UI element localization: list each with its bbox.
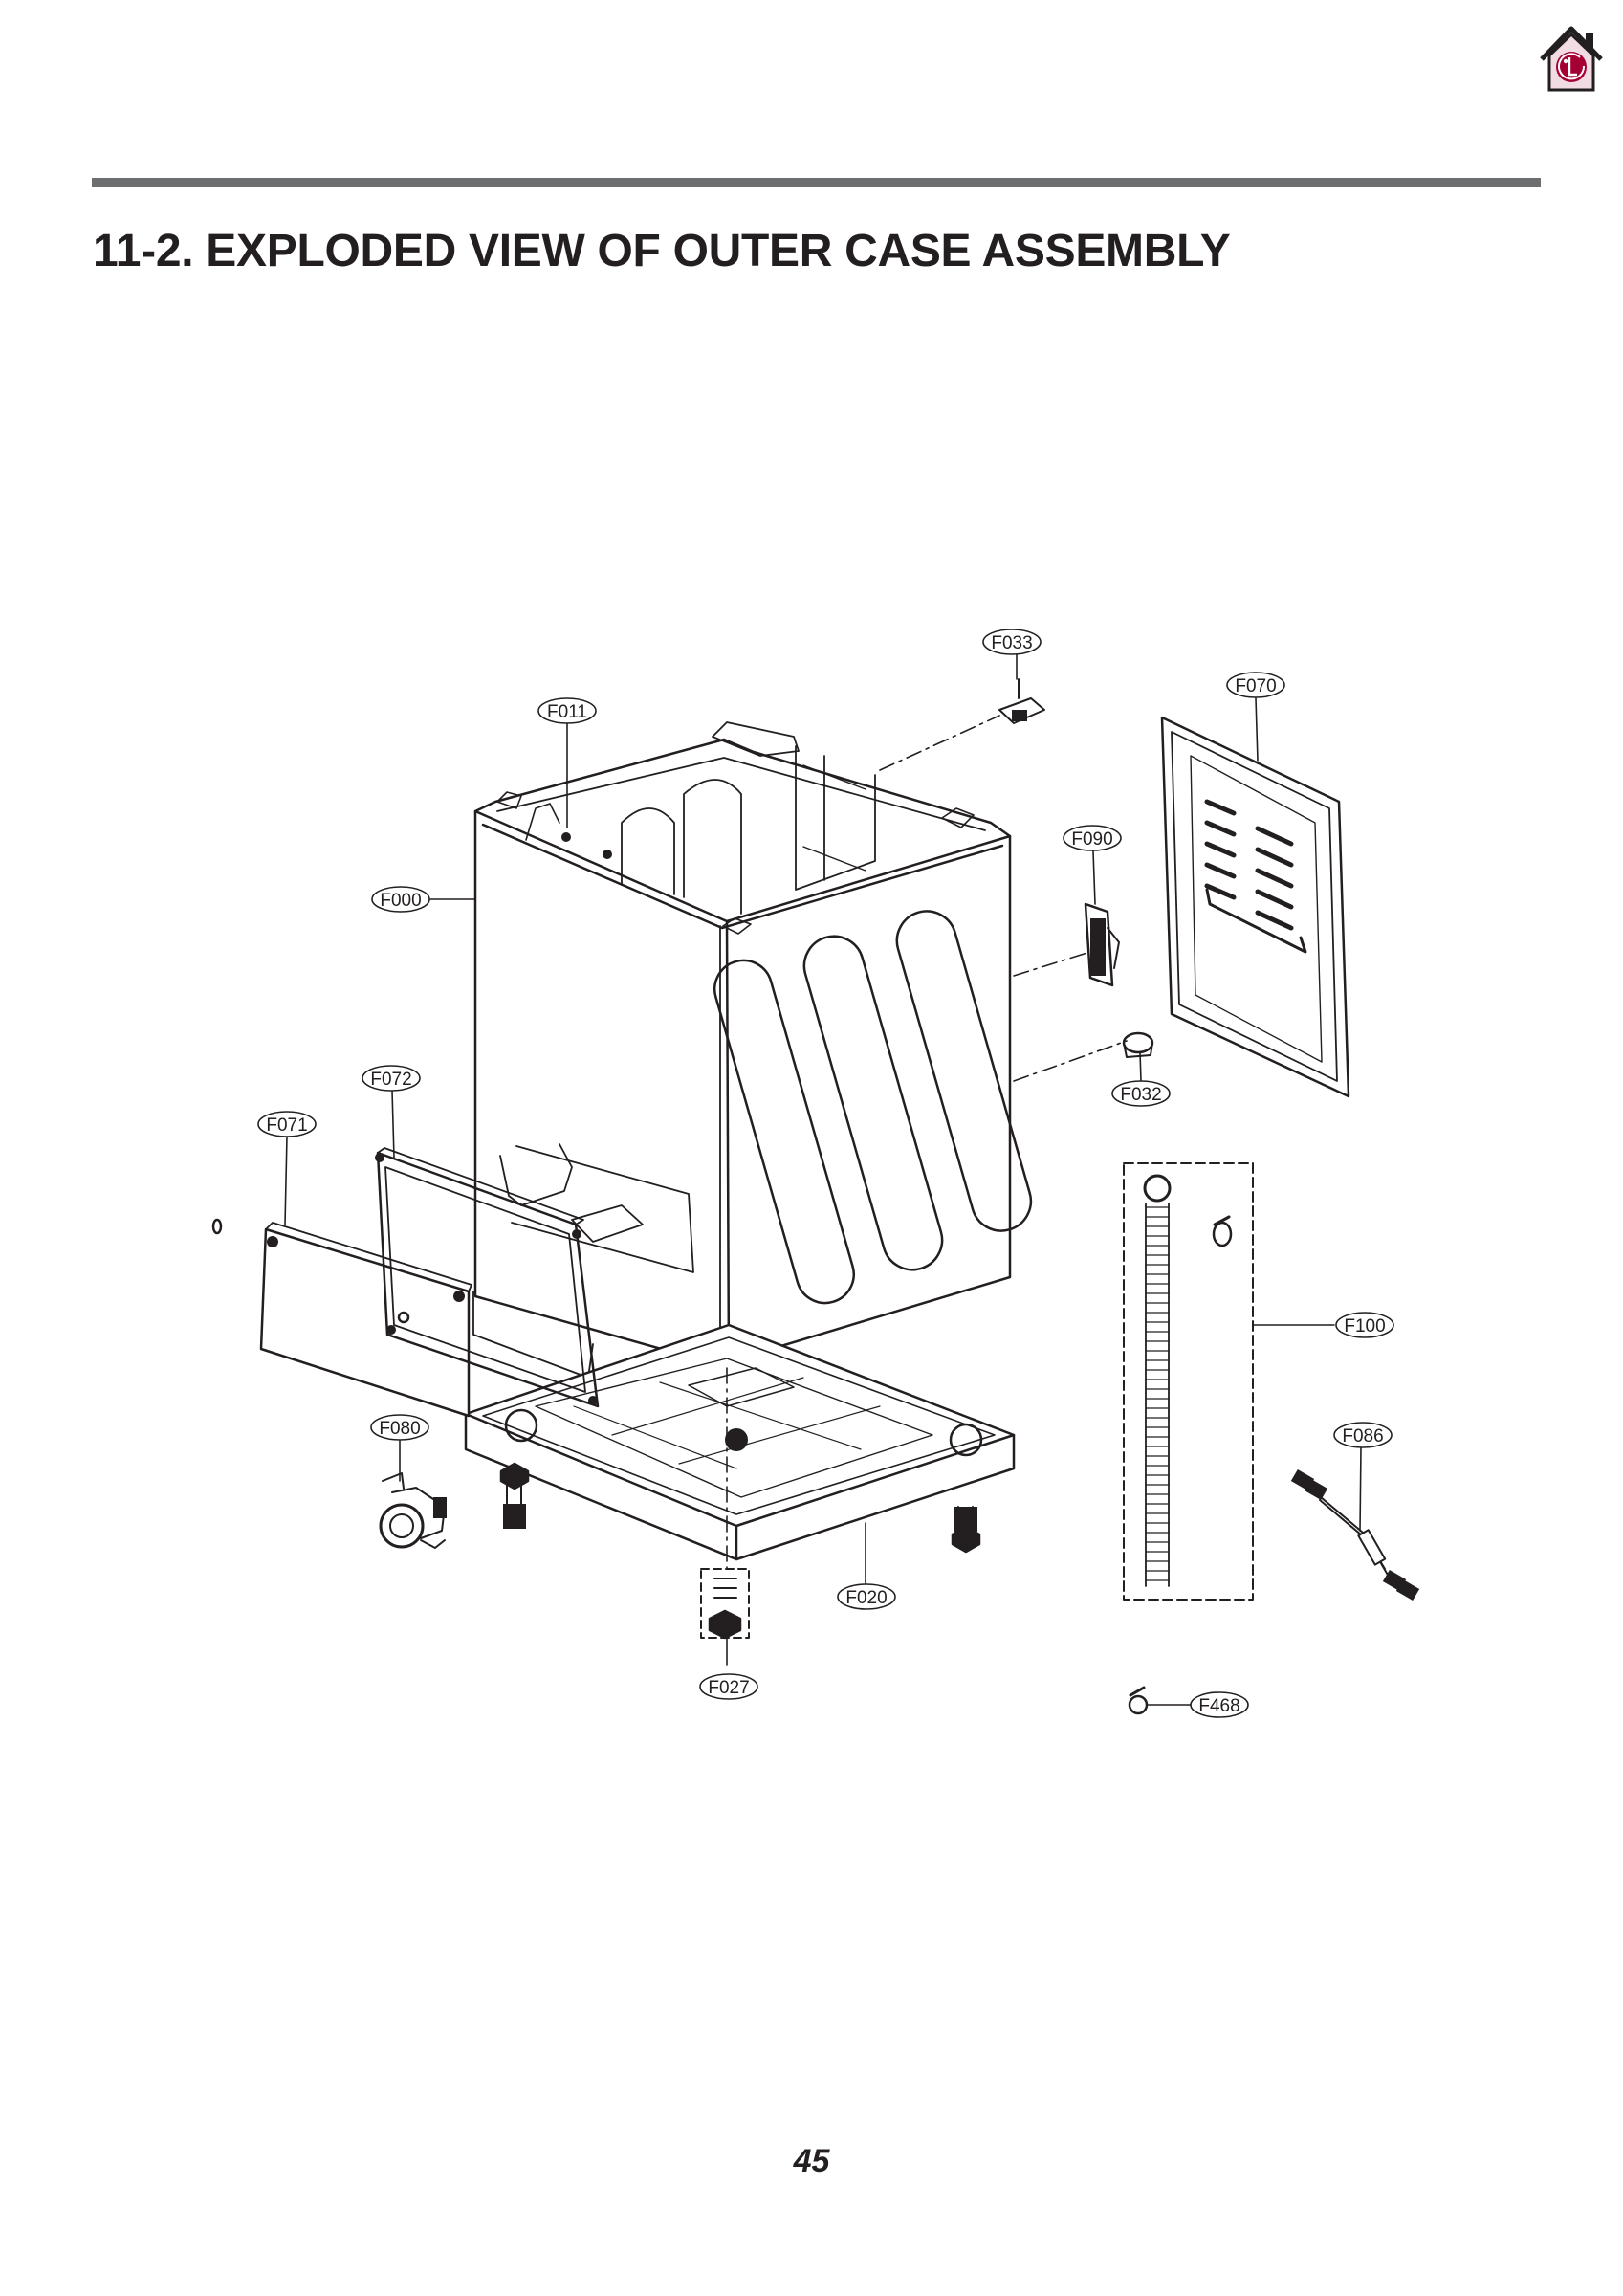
front-panel-frame: [375, 1147, 600, 1408]
callout-f027: F027: [699, 1673, 758, 1700]
callout-f000: F000: [371, 886, 430, 913]
callout-f086-label: F086: [1342, 1426, 1383, 1446]
leader-lines: [284, 653, 1362, 1706]
wire-harness: [1290, 1468, 1420, 1601]
callout-f468: F468: [1190, 1691, 1249, 1718]
front-service-cover: [211, 1218, 472, 1418]
part-callouts: F033 F070 F011 F090 F000 F072 F032 F071 …: [257, 629, 1394, 1718]
callout-f033-label: F033: [991, 633, 1032, 653]
callout-f020: F020: [837, 1583, 896, 1610]
callout-f011-label: F011: [547, 702, 587, 722]
callout-f080: F080: [370, 1414, 429, 1441]
header-rule: [92, 178, 1541, 187]
callout-f071-label: F071: [266, 1115, 307, 1136]
drain-hose-kit: [1123, 1162, 1254, 1601]
callout-f086: F086: [1333, 1422, 1393, 1448]
callout-f020-label: F020: [845, 1588, 887, 1608]
page-title: 11-2. EXPLODED VIEW OF OUTER CASE ASSEMB…: [93, 226, 1231, 276]
outer-cabinet: [472, 721, 1033, 1379]
callout-f468-label: F468: [1198, 1696, 1239, 1716]
callout-f100: F100: [1335, 1312, 1394, 1338]
callout-f070-label: F070: [1235, 676, 1276, 696]
callout-f011: F011: [537, 697, 597, 724]
page-number: 45: [793, 2143, 830, 2179]
leveling-foot-f027: [700, 1568, 750, 1640]
drain-pump: [379, 1472, 447, 1549]
callout-f033: F033: [982, 629, 1042, 655]
clip-f033: [998, 678, 1045, 724]
leveling-feet: [499, 1462, 981, 1554]
hose-clamp: [1128, 1686, 1149, 1715]
callout-f070: F070: [1226, 672, 1285, 698]
callout-f027-label: F027: [708, 1678, 749, 1698]
callout-f071: F071: [257, 1111, 317, 1137]
callout-f032-label: F032: [1120, 1085, 1161, 1105]
callout-f072-label: F072: [370, 1070, 411, 1090]
callout-f090: F090: [1063, 825, 1122, 851]
lg-home-logo-icon: [1540, 26, 1603, 92]
callout-f100-label: F100: [1344, 1316, 1385, 1336]
callout-f072: F072: [362, 1065, 421, 1092]
clip-f032: [1122, 1031, 1154, 1058]
callout-f032: F032: [1111, 1080, 1171, 1107]
base-frame: [464, 1323, 1016, 1561]
assembly-guide-lines: [726, 715, 1128, 1570]
callout-f000-label: F000: [380, 891, 421, 911]
callout-f090-label: F090: [1071, 829, 1112, 850]
callout-f080-label: F080: [379, 1419, 420, 1439]
power-cord-bracket: [1084, 902, 1120, 987]
rear-panel: [1160, 716, 1350, 1098]
